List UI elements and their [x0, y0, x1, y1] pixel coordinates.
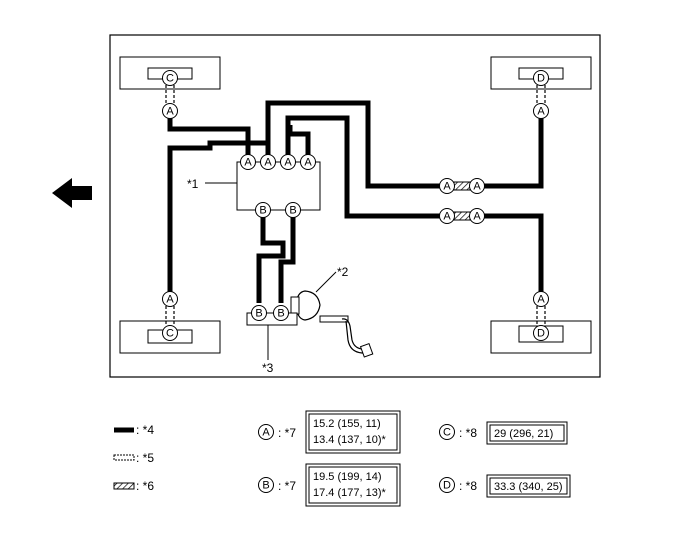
diagram-frame — [109, 34, 601, 378]
svg-text:A: A — [262, 427, 270, 439]
svg-text:17.4 (177, 13)*: 17.4 (177, 13)* — [313, 487, 386, 499]
svg-text:: *6: : *6 — [136, 479, 154, 493]
svg-text:B: B — [262, 480, 269, 492]
hatched-line-lower — [453, 211, 471, 221]
legend-dashed-line: : *5 — [113, 451, 154, 465]
front-arrow-icon — [52, 178, 92, 208]
svg-text:A: A — [284, 157, 292, 169]
svg-text:A: A — [304, 157, 312, 169]
connector-b-mc-1: B — [255, 202, 271, 218]
hatched-line-upper — [453, 181, 471, 191]
connector-d-front-right: D — [533, 70, 549, 86]
torque-spec-a: A : *7 15.2 (155, 11) 13.4 (137, 10)* — [258, 410, 401, 454]
torque-spec-b: B : *7 19.5 (199, 14) 17.4 (177, 13)* — [258, 463, 401, 507]
connector-a-mc-4: A — [300, 154, 316, 170]
svg-text:A: A — [244, 157, 252, 169]
legend-hatched-line: : *6 — [113, 479, 154, 493]
brake-booster — [290, 290, 374, 358]
svg-text:: *5: : *5 — [136, 451, 154, 465]
connector-markers: C C D D A A A A A A A A A A A A B B B B — [162, 70, 549, 341]
svg-text:A: A — [166, 294, 174, 306]
callout-leaders — [205, 182, 337, 360]
connector-c-front-left: C — [162, 70, 178, 86]
torque-spec-d: D : *8 33.3 (340, 25) — [439, 474, 571, 498]
svg-text:B: B — [259, 205, 266, 217]
svg-text:C: C — [443, 427, 451, 439]
connector-c-rear-left: C — [162, 325, 178, 341]
svg-text:15.2 (155, 11): 15.2 (155, 11) — [313, 418, 381, 430]
svg-text:: *7: : *7 — [278, 426, 296, 440]
svg-text:: *7: : *7 — [278, 479, 296, 493]
connector-a-mc-1: A — [240, 154, 256, 170]
svg-text:A: A — [443, 211, 451, 223]
torque-spec-c: C : *8 29 (296, 21) — [439, 421, 568, 445]
svg-text:D: D — [443, 480, 451, 492]
svg-text:B: B — [277, 308, 284, 320]
svg-text:C: C — [166, 328, 174, 340]
legend: : *4 : *5 : *6 — [113, 423, 154, 493]
connector-b-valve-2: B — [273, 305, 289, 321]
svg-text:33.3 (340, 25): 33.3 (340, 25) — [494, 481, 563, 493]
master-cylinder — [236, 161, 321, 211]
svg-text:A: A — [473, 181, 481, 193]
svg-text:19.5 (199, 14): 19.5 (199, 14) — [313, 471, 382, 483]
connector-a-front-right: A — [533, 103, 549, 119]
connector-a-joint-3: A — [439, 208, 455, 224]
connector-a-joint-1: A — [439, 178, 455, 194]
svg-text:D: D — [537, 328, 545, 340]
svg-text:29 (296, 21): 29 (296, 21) — [494, 428, 553, 440]
connector-a-front-left: A — [162, 103, 178, 119]
svg-text:: *8: : *8 — [459, 479, 477, 493]
callout-2: *2 — [337, 265, 349, 279]
callout-1: *1 — [187, 177, 199, 191]
connector-a-rear-right: A — [533, 291, 549, 307]
svg-text:A: A — [473, 211, 481, 223]
connector-a-rear-left: A — [162, 291, 178, 307]
connector-a-mc-3: A — [280, 154, 296, 170]
connector-a-joint-2: A — [469, 178, 485, 194]
connector-b-mc-2: B — [285, 202, 301, 218]
svg-text:: *8: : *8 — [459, 426, 477, 440]
svg-text:13.4 (137, 10)*: 13.4 (137, 10)* — [313, 434, 386, 446]
brake-lines — [167, 100, 544, 303]
svg-text:A: A — [166, 106, 174, 118]
callout-3: *3 — [262, 361, 274, 375]
svg-text:: *4: : *4 — [136, 423, 154, 437]
svg-text:A: A — [537, 106, 545, 118]
svg-text:B: B — [289, 205, 296, 217]
legend-solid-line: : *4 — [114, 423, 154, 437]
svg-text:C: C — [166, 73, 174, 85]
connector-b-valve-1: B — [251, 305, 267, 321]
svg-text:D: D — [537, 73, 545, 85]
flexible-hoses — [165, 85, 546, 326]
svg-text:A: A — [537, 294, 545, 306]
svg-text:B: B — [255, 308, 262, 320]
svg-text:A: A — [443, 181, 451, 193]
connector-d-rear-right: D — [533, 325, 549, 341]
svg-text:A: A — [264, 157, 272, 169]
connector-a-joint-4: A — [469, 208, 485, 224]
connector-a-mc-2: A — [260, 154, 276, 170]
